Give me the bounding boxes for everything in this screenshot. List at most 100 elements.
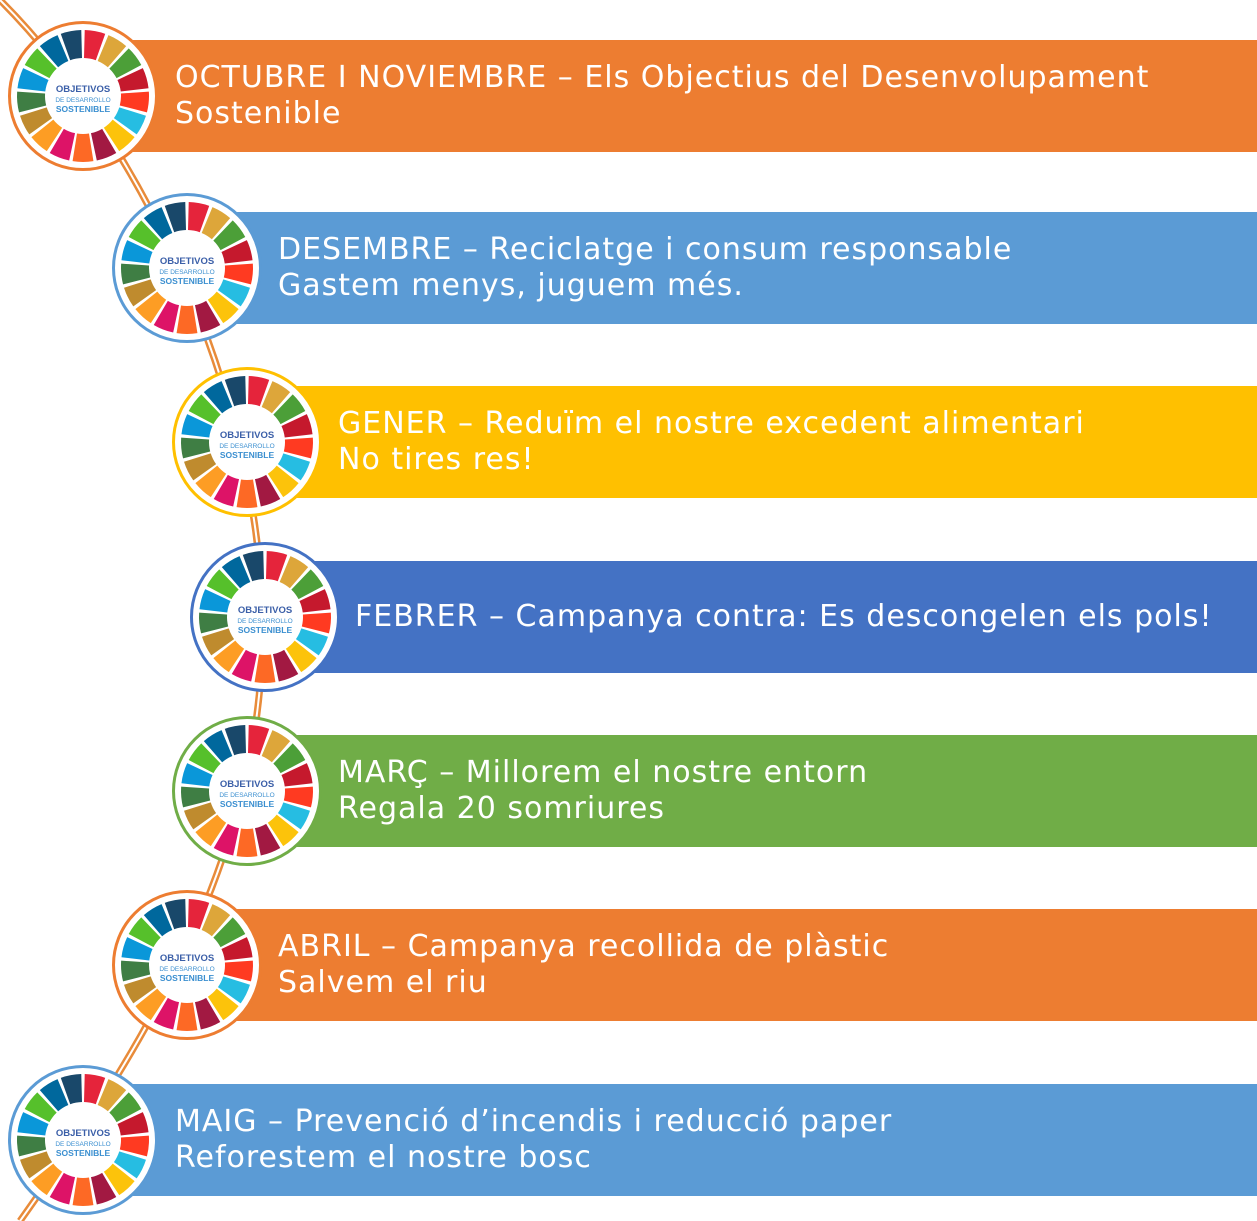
sdg-wheel-segment bbox=[181, 437, 211, 459]
sdg-wheel-segment bbox=[49, 128, 76, 161]
sdg-wheel-segment bbox=[72, 133, 94, 162]
sdg-wheel-segment bbox=[231, 649, 258, 682]
sdg-wheel-segment bbox=[267, 465, 299, 498]
sdg-wheel-segment bbox=[202, 628, 235, 656]
sdg-wheel-segment bbox=[254, 823, 281, 856]
sdg-wheel-segment bbox=[121, 263, 151, 285]
sdg-logo-text: SOSTENIBLE bbox=[160, 276, 215, 286]
sdg-wheel-segment bbox=[221, 240, 253, 264]
sdg-wheel-segment bbox=[128, 917, 161, 948]
sdg-wheel-segment bbox=[201, 904, 231, 937]
sdg-wheel-segment bbox=[242, 551, 265, 582]
sdg-wheel-segment bbox=[224, 725, 247, 756]
sdg-wheel-segment bbox=[20, 107, 53, 135]
sdg-wheel-segment bbox=[207, 291, 239, 324]
sdg-wheel-segment bbox=[299, 589, 331, 613]
sdg-wheel-segment bbox=[17, 1112, 49, 1136]
sdg-wheel-segment bbox=[254, 474, 281, 507]
band-title: OCTUBRE I NOVIEMBRE – Els Objectius del … bbox=[175, 60, 1150, 95]
sdg-wheel-segment bbox=[295, 628, 328, 656]
sdg-wheel-segment bbox=[153, 997, 180, 1030]
sdg-wheel-segment bbox=[206, 569, 239, 600]
sdg-wheel-segment bbox=[109, 1092, 142, 1123]
sdg-wheel-segment bbox=[273, 743, 306, 774]
sdg-logo-text: OBJETIVOS bbox=[220, 430, 274, 441]
sdg-wheel-segment bbox=[223, 263, 253, 285]
sdg-wheel-segment bbox=[143, 207, 173, 240]
sdg-wheel-segment bbox=[195, 465, 227, 498]
sdg-wheel-segment bbox=[213, 823, 240, 856]
sdg-wheel-segment bbox=[121, 240, 153, 264]
sdg-wheel-segment bbox=[121, 960, 151, 982]
sdg-wheel-segment bbox=[207, 988, 239, 1021]
sdg-wheel-segment bbox=[247, 725, 270, 756]
sdg-wheel-segment bbox=[97, 35, 127, 68]
sdg-logo-text: DE DESARROLLO bbox=[159, 966, 214, 973]
sdg-wheel-segment bbox=[39, 1079, 69, 1112]
sdg-wheel-segment bbox=[194, 300, 221, 333]
sdg-logo-text: OBJETIVOS bbox=[160, 953, 214, 964]
sdg-logo-text: DE DESARROLLO bbox=[55, 97, 110, 104]
sdg-wheel-segment bbox=[236, 828, 258, 857]
timeline-band: MAIG – Prevenció d’incendis i reducció p… bbox=[118, 1084, 1257, 1196]
sdg-logo-text: DE DESARROLLO bbox=[237, 618, 292, 625]
sdg-wheel-segment bbox=[103, 1163, 135, 1196]
sdg-wheel-segment bbox=[117, 68, 149, 92]
sdg-wheel-segment bbox=[97, 1079, 127, 1112]
sdg-wheel-segment bbox=[195, 814, 227, 847]
sdg-wheel-segment bbox=[124, 279, 157, 307]
sdg-wheel-segment bbox=[265, 551, 288, 582]
sdg-wheel-segment bbox=[285, 640, 317, 673]
sdg-wheel-segment bbox=[135, 988, 167, 1021]
sdg-wheel-segment bbox=[203, 381, 233, 414]
sdg-wheel-segment bbox=[194, 997, 221, 1030]
sdg-wheel-segment bbox=[124, 976, 157, 1004]
band-subtitle: Sostenible bbox=[175, 96, 342, 131]
sdg-logo-text: OBJETIVOS bbox=[56, 1128, 110, 1139]
sdg-wheel-segment bbox=[17, 68, 49, 92]
sdg-logo-text: SOSTENIBLE bbox=[56, 104, 111, 114]
sdg-logo-text: OBJETIVOS bbox=[238, 605, 292, 616]
sdg-wheel-segment bbox=[273, 394, 306, 425]
sdg-wheel-segment bbox=[184, 802, 217, 830]
sdg-wheel-segment bbox=[301, 612, 331, 634]
sdg-wheel-segment bbox=[20, 1151, 53, 1179]
sdg-wheel-segment bbox=[119, 1135, 149, 1157]
sdg-wheel-segment bbox=[83, 30, 106, 61]
sdg-wheel-segment bbox=[217, 279, 250, 307]
sdg-wheel-segment bbox=[199, 612, 229, 634]
sdg-wheel-segment bbox=[176, 1002, 198, 1031]
band-title: DESEMBRE – Reciclatge i consum responsab… bbox=[278, 232, 1013, 267]
sdg-wheel-segment bbox=[135, 291, 167, 324]
sdg-wheel-segment bbox=[181, 786, 211, 808]
sdg-wheel-segment bbox=[281, 763, 313, 787]
band-title: MARÇ – Millorem el nostre entorn bbox=[338, 755, 869, 790]
sdg-wheel-segment bbox=[213, 474, 240, 507]
sdg-logo-text: DE DESARROLLO bbox=[219, 792, 274, 799]
band-title: MAIG – Prevenció d’incendis i reducció p… bbox=[175, 1104, 893, 1139]
sdg-wheel-segment bbox=[72, 1177, 94, 1206]
sdg-wheel-segment bbox=[16, 91, 47, 113]
sdg-wheel-segment bbox=[60, 30, 83, 61]
sdg-wheel-segment bbox=[277, 802, 310, 830]
sdg-logo-text: SOSTENIBLE bbox=[220, 450, 275, 460]
sdg-wheel-segment bbox=[113, 1151, 146, 1179]
sdg-wheel-segment bbox=[187, 899, 210, 930]
sdg-wheel-segment bbox=[217, 976, 250, 1004]
sdg-wheel-segment bbox=[31, 119, 63, 152]
band-subtitle: No tires res! bbox=[338, 442, 535, 477]
sdg-wheel-segment bbox=[16, 1135, 47, 1157]
sdg-wheel-segment bbox=[153, 300, 180, 333]
sdg-wheel-segment bbox=[213, 640, 245, 673]
sdg-logo-text: SOSTENIBLE bbox=[56, 1148, 111, 1158]
